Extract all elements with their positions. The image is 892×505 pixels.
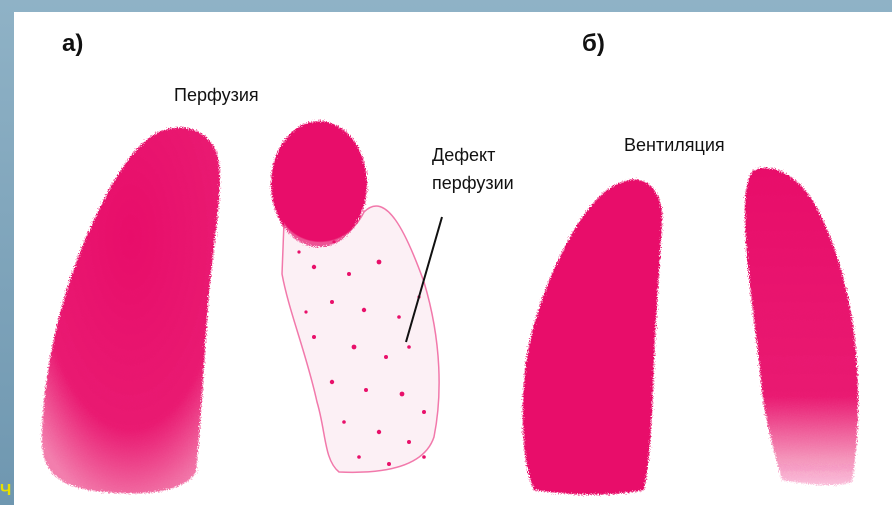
panel-a-letter: а): [62, 30, 83, 58]
panel-b-letter: б): [582, 30, 605, 58]
defect-label-line1: Дефект: [432, 144, 495, 166]
ventilation-caption: Вентиляция: [624, 134, 725, 156]
defect-label-line2: перфузии: [432, 172, 514, 194]
ventilation-left-lung: [523, 179, 662, 494]
figure-panel: а) Перфузия Дефект перфузии б) Вентиляци…: [14, 12, 892, 505]
perfusion-caption: Перфузия: [174, 84, 259, 106]
ventilation-right-lung: [745, 168, 858, 485]
perfusion-defect-region: [282, 206, 439, 472]
lung-scan-illustration: [14, 12, 892, 505]
perfusion-left-lung: [42, 128, 220, 494]
corner-mark: Ч: [0, 482, 11, 500]
